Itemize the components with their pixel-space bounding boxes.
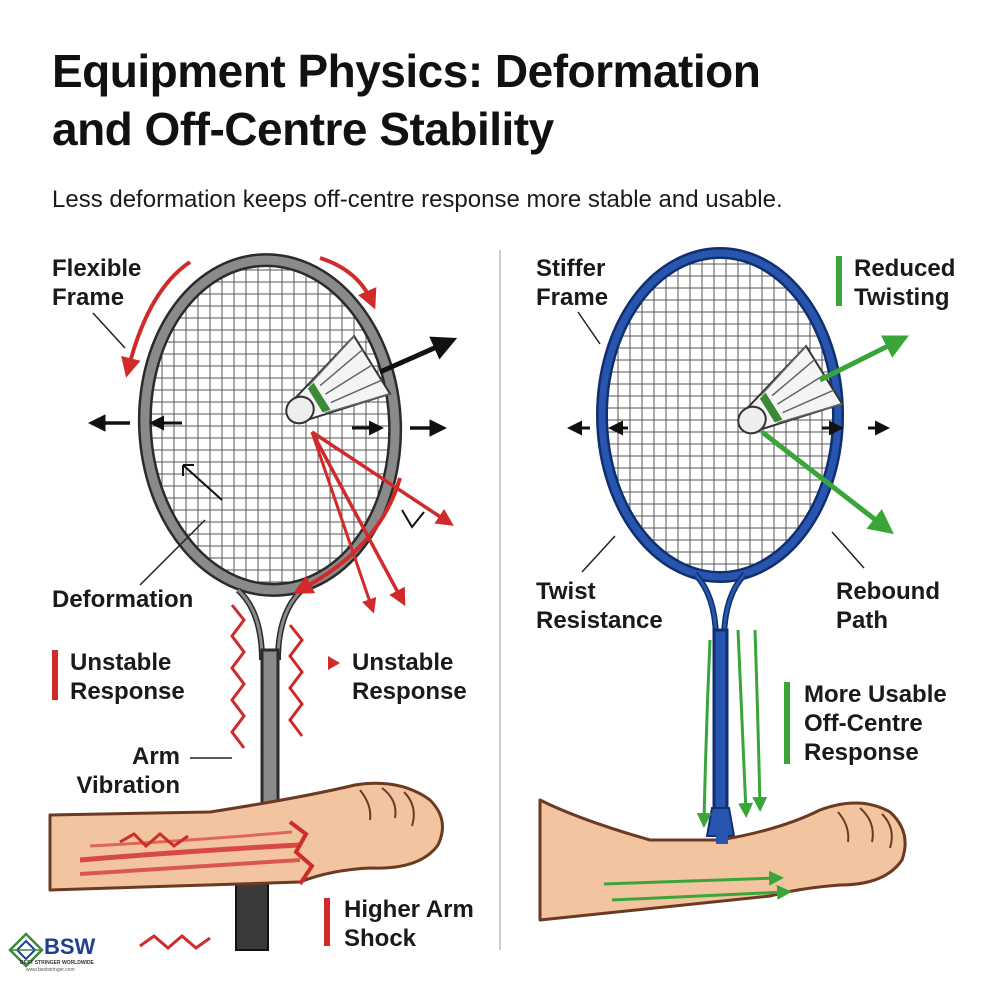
label-reduced-twisting: Reduced Twisting bbox=[854, 255, 956, 311]
shuttle-direction-arrow bbox=[378, 336, 458, 375]
label-unstable-response-b: Unstable Response bbox=[352, 649, 467, 705]
label-stiffer-frame: Stiffer Frame bbox=[536, 255, 609, 311]
label-flexible-frame: Flexible Frame bbox=[52, 255, 142, 311]
title-line-1: Equipment Physics: Deformation bbox=[52, 45, 761, 97]
flex-arrow-top bbox=[319, 256, 377, 310]
vibration-zigzag-left bbox=[230, 604, 246, 749]
label-arm-vibration: Arm Vibration bbox=[76, 743, 180, 799]
left-shuttlecock bbox=[285, 334, 392, 425]
left-frame bbox=[140, 255, 400, 595]
label-higher-arm-shock: Higher Arm Shock bbox=[344, 896, 474, 952]
reduced-twisting-marker bbox=[836, 256, 842, 306]
unstable-response-marker-a bbox=[52, 650, 58, 700]
label-deformation: Deformation bbox=[52, 586, 194, 613]
label-unstable-response-a: Unstable Response bbox=[70, 649, 185, 705]
left-shaft bbox=[260, 648, 280, 812]
label-twist-resistance: Twist Resistance bbox=[536, 578, 663, 634]
title-line-2: and Off-Centre Stability bbox=[52, 103, 554, 155]
flex-arrow-bottom bbox=[292, 477, 402, 594]
rebound-arrow-3 bbox=[310, 431, 377, 614]
right-shaft bbox=[712, 628, 729, 812]
flex-arrow-left bbox=[121, 260, 192, 378]
page-title: Equipment Physics: Deformation and Off-C… bbox=[52, 42, 972, 158]
bsw-logo-mark-icon bbox=[8, 932, 44, 968]
right-shuttlecock bbox=[737, 344, 844, 435]
right-arm bbox=[538, 798, 907, 922]
logo-tagline: BEST STRINGER WORLDWIDE bbox=[20, 960, 94, 966]
rebound-arrow-1 bbox=[311, 430, 454, 526]
label-rebound-path: Rebound Path bbox=[836, 578, 940, 634]
page-subtitle: Less deformation keeps off-centre respon… bbox=[52, 186, 783, 213]
left-arm bbox=[48, 781, 444, 950]
label-more-usable-response: More Usable Off-Centre Response bbox=[804, 681, 947, 766]
logo-mark-text: BSW bbox=[44, 934, 96, 959]
higher-arm-shock-marker bbox=[324, 898, 330, 946]
stable-arrow-down bbox=[760, 430, 894, 535]
unstable-response-marker-b bbox=[328, 656, 340, 670]
rebound-arrow-2 bbox=[310, 431, 406, 607]
right-frame bbox=[598, 249, 842, 581]
stiff-racket bbox=[596, 247, 844, 837]
bsw-logo: BSW BEST STRINGER WORLDWIDE www.beststri… bbox=[6, 930, 106, 994]
logo-url: www.beststringer.com bbox=[26, 967, 75, 973]
stable-arrow-up bbox=[818, 335, 909, 383]
vibration-zigzag-right bbox=[288, 624, 304, 737]
more-usable-marker bbox=[784, 682, 790, 764]
